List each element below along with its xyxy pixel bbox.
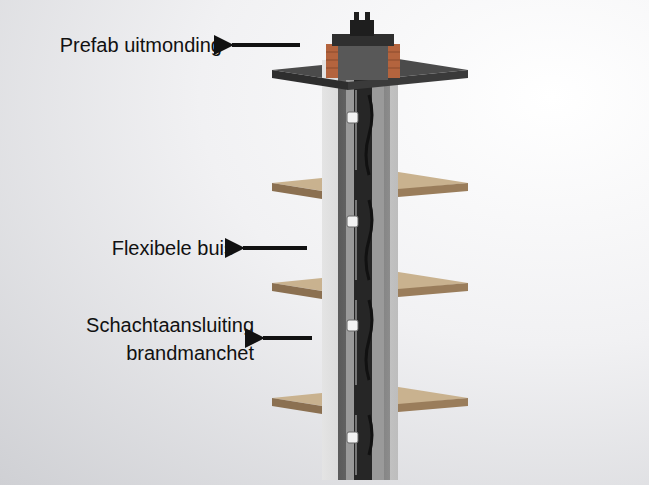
part-label: Schachtaansluiting brandmanchet xyxy=(14,311,254,367)
clamp xyxy=(347,432,358,443)
clamp xyxy=(347,320,358,331)
floor-edge xyxy=(398,283,468,297)
clamp xyxy=(347,216,358,227)
outlet-pipe xyxy=(354,12,359,22)
pipe-hose xyxy=(366,95,372,455)
outlet-terminal xyxy=(350,20,374,36)
shaft-opening xyxy=(338,44,388,80)
leader-arrow xyxy=(232,43,300,47)
leader-arrow xyxy=(263,336,312,340)
leader-arrow xyxy=(243,246,307,250)
floor-edge xyxy=(398,183,468,197)
shaft-wall xyxy=(322,60,398,480)
floor-edge xyxy=(272,283,322,299)
part-label: Prefab uitmonding xyxy=(0,31,222,59)
floor-edge xyxy=(272,183,322,199)
floor-edge xyxy=(398,398,468,412)
part-label: Flexibele buis xyxy=(4,234,234,262)
outlet-pipe xyxy=(365,12,370,22)
floor-edge xyxy=(272,398,322,414)
clamp xyxy=(347,112,358,123)
pipe-highlight xyxy=(355,90,357,475)
pipe-clamps xyxy=(347,112,358,443)
